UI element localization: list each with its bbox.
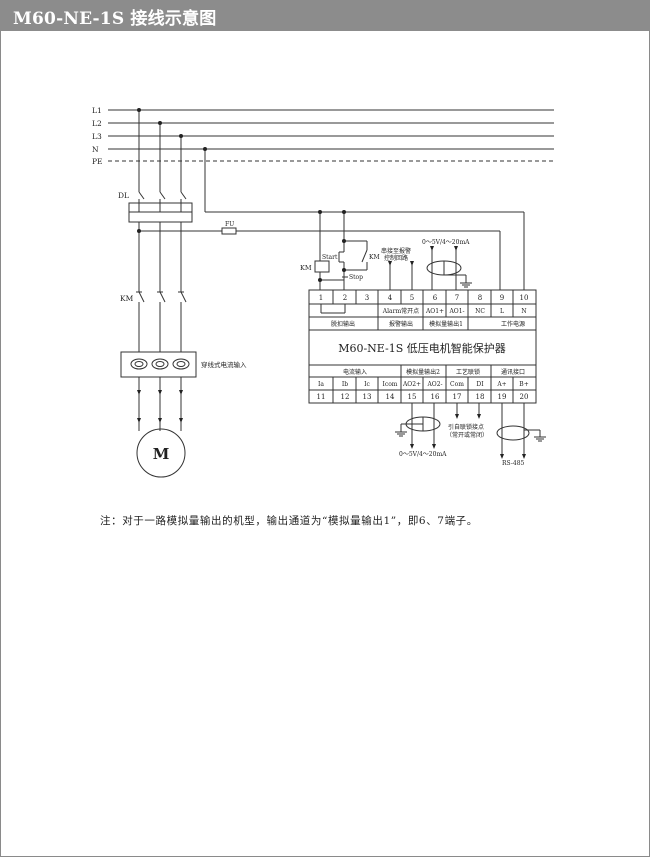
- device-top-group: 模拟量输出1: [429, 320, 463, 328]
- device-top-signal: NC: [475, 308, 485, 315]
- page-title: M60-NE-1S 接线示意图: [13, 9, 217, 29]
- device-bottom-group: 工艺联锁: [456, 368, 480, 376]
- device-bottom-group: 模拟量输出2: [406, 368, 440, 376]
- breaker-switches: [138, 191, 187, 203]
- device-bottom-group: 电流输入: [343, 368, 367, 376]
- device-bottom-signal: Ia: [318, 381, 324, 388]
- label-l2: L2: [92, 119, 102, 128]
- coil-km: [314, 260, 330, 273]
- device-top-signal: AO1-: [448, 308, 464, 315]
- label-fuse: FU: [225, 221, 234, 228]
- device-bottom-number: 17: [453, 393, 462, 401]
- label-motor: M: [153, 445, 170, 463]
- device-bottom-signal: Ib: [342, 381, 348, 388]
- device-top-signal: AO1+: [425, 308, 444, 315]
- device-bottom-number: 14: [386, 393, 395, 401]
- label-start: Start: [322, 254, 338, 261]
- device-bottom-signal: B+: [519, 381, 528, 388]
- process-line1: 引自联锁接点: [448, 423, 484, 431]
- label-coil: KM: [300, 264, 312, 272]
- label-km-aux: KM: [369, 254, 380, 261]
- device-bottom-number: 16: [431, 393, 440, 401]
- device-top-number: 1: [319, 294, 323, 302]
- device-title: M60-NE-1S 低压电机智能保护器: [338, 341, 506, 355]
- device-top-number: 5: [410, 294, 414, 302]
- contactor-km: [136, 291, 187, 306]
- device-top-number: 2: [343, 294, 347, 302]
- device-bottom-number: 11: [317, 393, 326, 401]
- label-l3: L3: [92, 132, 102, 141]
- device-bottom-signal: A+: [496, 381, 506, 388]
- device-top-number: 10: [520, 294, 529, 302]
- device-bottom-number: 19: [498, 393, 507, 401]
- device-top-number: 4: [388, 294, 393, 302]
- analog-top-label: 0～5V/4～20mA: [422, 239, 470, 246]
- analog-bottom-label: 0～5V/4～20mA: [399, 451, 447, 458]
- device-bottom-number: 15: [408, 393, 417, 401]
- label-breaker: DL: [118, 191, 129, 200]
- device-top-signal: N: [521, 308, 526, 315]
- footnote: 注：对于一路模拟量输出的机型，输出通道为“模拟量输出1”，即6、7端子。: [100, 515, 478, 527]
- device-top-signal: Alarm常开点: [382, 307, 419, 315]
- fault-alarm-line2: 控制回路: [384, 254, 408, 262]
- fault-alarm-line1: 串接至报警: [381, 247, 411, 255]
- label-stop: Stop: [349, 274, 363, 281]
- device-bottom-number: 13: [363, 393, 372, 401]
- ct-box: [120, 351, 197, 378]
- motor: [136, 428, 186, 478]
- device-bottom-number: 18: [476, 393, 485, 401]
- device-top-number: 8: [478, 294, 482, 302]
- device-top-group: 报警输出: [389, 320, 413, 328]
- label-l1: L1: [92, 106, 102, 115]
- label-contactor: KM: [120, 294, 134, 303]
- header-bar: M60-NE-1S 接线示意图: [0, 0, 650, 31]
- device-top-number: 9: [500, 294, 504, 302]
- label-n: N: [92, 145, 99, 154]
- label-pe: PE: [92, 157, 103, 166]
- device-bottom-group: 通讯接口: [501, 368, 525, 376]
- device-top-number: 7: [455, 294, 459, 302]
- device-bottom-number: 12: [341, 393, 350, 401]
- device-top-signal: L: [500, 308, 504, 315]
- rs485-label: RS-485: [502, 460, 525, 467]
- device-bottom-signal: Com: [450, 381, 464, 388]
- device-top-number: 6: [433, 294, 438, 302]
- device-bottom-signal: DI: [476, 381, 484, 388]
- device-top-number: 3: [365, 294, 369, 302]
- device-bottom-signal: AO2+: [402, 381, 421, 388]
- device-top-group: 工作电源: [501, 320, 525, 328]
- device-bottom-signal: Ic: [364, 381, 370, 388]
- device-bottom-signal: Icom: [382, 381, 397, 388]
- label-ct: 穿线式电流输入: [201, 360, 247, 369]
- device-bottom-number: 20: [520, 393, 529, 401]
- device-bottom-signal: AO2-: [426, 381, 442, 388]
- fuse-fu: [221, 227, 237, 235]
- process-line2: （常开或常闭）: [446, 431, 488, 439]
- device-top-group: 脱扣输出: [331, 320, 355, 328]
